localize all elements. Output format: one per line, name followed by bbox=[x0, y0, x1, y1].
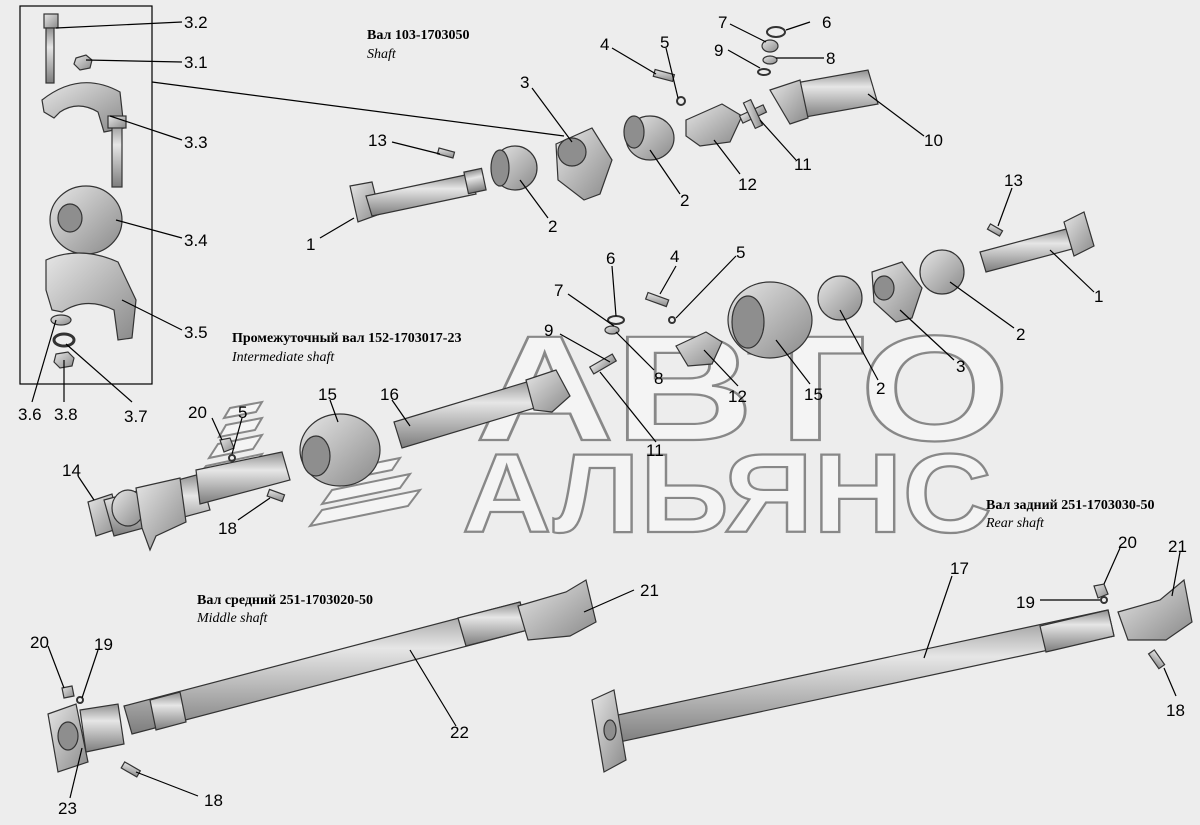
callout: 2 bbox=[1016, 325, 1025, 344]
callout: 12 bbox=[728, 387, 747, 406]
callout: 15 bbox=[318, 385, 337, 404]
callout: 2 bbox=[680, 191, 689, 210]
callout: 13 bbox=[368, 131, 387, 150]
title-middle: Вал средний 251-1703020-50 bbox=[197, 593, 373, 608]
middle-shaft-parts bbox=[47, 579, 597, 778]
watermark-line2: АЛЬЯНС bbox=[462, 431, 992, 556]
subtitle-intermediate: Intermediate shaft bbox=[231, 350, 335, 365]
callout: 6 bbox=[822, 13, 831, 32]
callout: 14 bbox=[62, 461, 81, 480]
callout: 3.7 bbox=[124, 407, 148, 426]
callout: 3 bbox=[956, 357, 965, 376]
intermediate-right-parts bbox=[588, 211, 1095, 375]
callout: 9 bbox=[544, 321, 553, 340]
section-titles: Вал 103-1703050 Shaft Промежуточный вал … bbox=[196, 28, 1155, 626]
callout: 5 bbox=[660, 33, 669, 52]
callout: 10 bbox=[924, 131, 943, 150]
detail-parts bbox=[41, 13, 137, 369]
callout: 7 bbox=[554, 281, 563, 300]
leader-lines bbox=[31, 21, 1181, 799]
callout: 11 bbox=[646, 441, 664, 460]
callout: 18 bbox=[218, 519, 237, 538]
shaft-103-parts bbox=[349, 26, 879, 223]
callout: 6 bbox=[606, 249, 615, 268]
callout: 16 bbox=[380, 385, 399, 404]
subtitle-rear: Rear shaft bbox=[985, 516, 1045, 531]
callout: 3.1 bbox=[184, 53, 208, 72]
callout: 21 bbox=[640, 581, 659, 600]
callout: 20 bbox=[30, 633, 49, 652]
title-shaft: Вал 103-1703050 bbox=[367, 28, 469, 43]
callout: 3.3 bbox=[184, 133, 208, 152]
callout: 3.4 bbox=[184, 231, 208, 250]
callout: 3.6 bbox=[18, 405, 42, 424]
title-rear: Вал задний 251-1703030-50 bbox=[986, 498, 1155, 513]
subtitle-shaft: Shaft bbox=[367, 47, 397, 62]
callout: 12 bbox=[738, 175, 757, 194]
callout: 2 bbox=[548, 217, 557, 236]
callout: 3 bbox=[520, 73, 529, 92]
callout: 3.2 bbox=[184, 13, 208, 32]
callout: 3.8 bbox=[54, 405, 78, 424]
callout: 2 bbox=[876, 379, 885, 398]
callout: 22 bbox=[450, 723, 469, 742]
callout: 4 bbox=[670, 247, 679, 266]
callout: 20 bbox=[188, 403, 207, 422]
callout: 17 bbox=[950, 559, 969, 578]
detail-frame bbox=[19, 5, 153, 385]
callout: 7 bbox=[718, 13, 727, 32]
callout: 5 bbox=[736, 243, 745, 262]
callout: 3.5 bbox=[184, 323, 208, 342]
callout: 9 bbox=[714, 41, 723, 60]
callout: 5 bbox=[238, 403, 247, 422]
callout: 18 bbox=[204, 791, 223, 810]
callout: 1 bbox=[1094, 287, 1103, 306]
callout: 13 bbox=[1004, 171, 1023, 190]
callout: 4 bbox=[600, 35, 609, 54]
callout: 19 bbox=[1016, 593, 1035, 612]
intermediate-left-parts bbox=[87, 369, 571, 552]
callout: 8 bbox=[826, 49, 835, 68]
callouts: 3.2 3.1 3.3 3.4 3.5 3.6 3.8 3.7 1 13 2 3… bbox=[18, 13, 1187, 818]
callout: 21 bbox=[1168, 537, 1187, 556]
callout: 1 bbox=[306, 235, 315, 254]
rear-shaft-parts bbox=[591, 578, 1193, 773]
callout: 18 bbox=[1166, 701, 1185, 720]
title-intermediate: Промежуточный вал 152-1703017-23 bbox=[232, 331, 461, 346]
subtitle-middle: Middle shaft bbox=[196, 611, 268, 626]
callout: 11 bbox=[794, 155, 812, 174]
callout: 19 bbox=[94, 635, 113, 654]
callout: 20 bbox=[1118, 533, 1137, 552]
callout: 8 bbox=[654, 369, 663, 388]
callout: 23 bbox=[58, 799, 77, 818]
callout: 15 bbox=[804, 385, 823, 404]
